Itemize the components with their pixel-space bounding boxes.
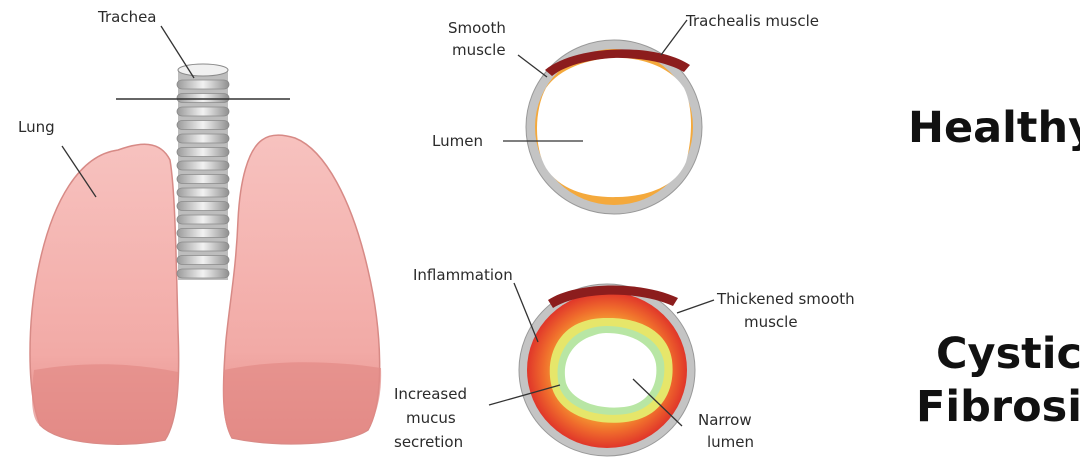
label-mucus-line3: secretion — [394, 433, 463, 451]
trachea-cartilage-ring — [177, 256, 229, 265]
label-trachea: Trachea — [97, 8, 157, 26]
title-healthy: Healthy — [908, 103, 1080, 153]
trachea-cartilage-ring — [177, 121, 229, 130]
trachea-cartilage-ring — [177, 161, 229, 170]
leader-smooth-muscle — [518, 55, 547, 77]
label-inflammation: Inflammation — [413, 266, 513, 284]
healthy-lumen — [537, 58, 691, 197]
right-lung-base-shadow — [223, 362, 381, 444]
label-thickened-line2: muscle — [744, 313, 798, 331]
trachea-cartilage-ring — [177, 269, 229, 278]
label-narrow-line2: lumen — [707, 433, 754, 451]
trachea-cartilage-ring — [177, 107, 229, 116]
trachea-cartilage-ring — [177, 229, 229, 238]
trachea-cartilage-ring — [177, 80, 229, 89]
label-thickened-line1: Thickened smooth — [716, 290, 855, 308]
leader-trachealis — [661, 20, 687, 55]
left-lung-base-shadow — [32, 364, 178, 444]
leader-inflammation — [514, 283, 538, 342]
trachea-cartilage-ring — [177, 175, 229, 184]
leader-thickened — [677, 300, 714, 313]
trachea-illustration — [177, 64, 229, 280]
trachea-cartilage-ring — [177, 148, 229, 157]
label-trachealis-muscle: Trachealis muscle — [685, 12, 819, 30]
trachea-cartilage-ring — [177, 202, 229, 211]
trachea-cartilage-ring — [177, 134, 229, 143]
trachea-cartilage-ring — [177, 188, 229, 197]
label-smooth-muscle-line2: muscle — [452, 41, 506, 59]
cf-narrow-lumen — [565, 333, 657, 408]
label-lumen: Lumen — [432, 132, 483, 150]
cf-airway-cross-section — [519, 284, 695, 456]
healthy-airway-cross-section — [526, 40, 702, 214]
condition-titles: Healthy Cystic Fibrosis — [908, 103, 1080, 432]
trachea-cartilage-ring — [177, 215, 229, 224]
label-narrow-line1: Narrow — [698, 411, 752, 429]
title-cystic: Cystic — [936, 329, 1080, 379]
title-fibrosis: Fibrosis — [916, 382, 1080, 432]
leader-trachea — [161, 26, 194, 78]
trachea-cartilage-ring — [177, 94, 229, 103]
label-lung: Lung — [18, 118, 55, 136]
label-mucus-line1: Increased — [394, 385, 467, 403]
trachea-cartilage-ring — [177, 242, 229, 251]
label-mucus-line2: mucus — [406, 409, 456, 427]
label-smooth-muscle-line1: Smooth — [448, 19, 506, 37]
